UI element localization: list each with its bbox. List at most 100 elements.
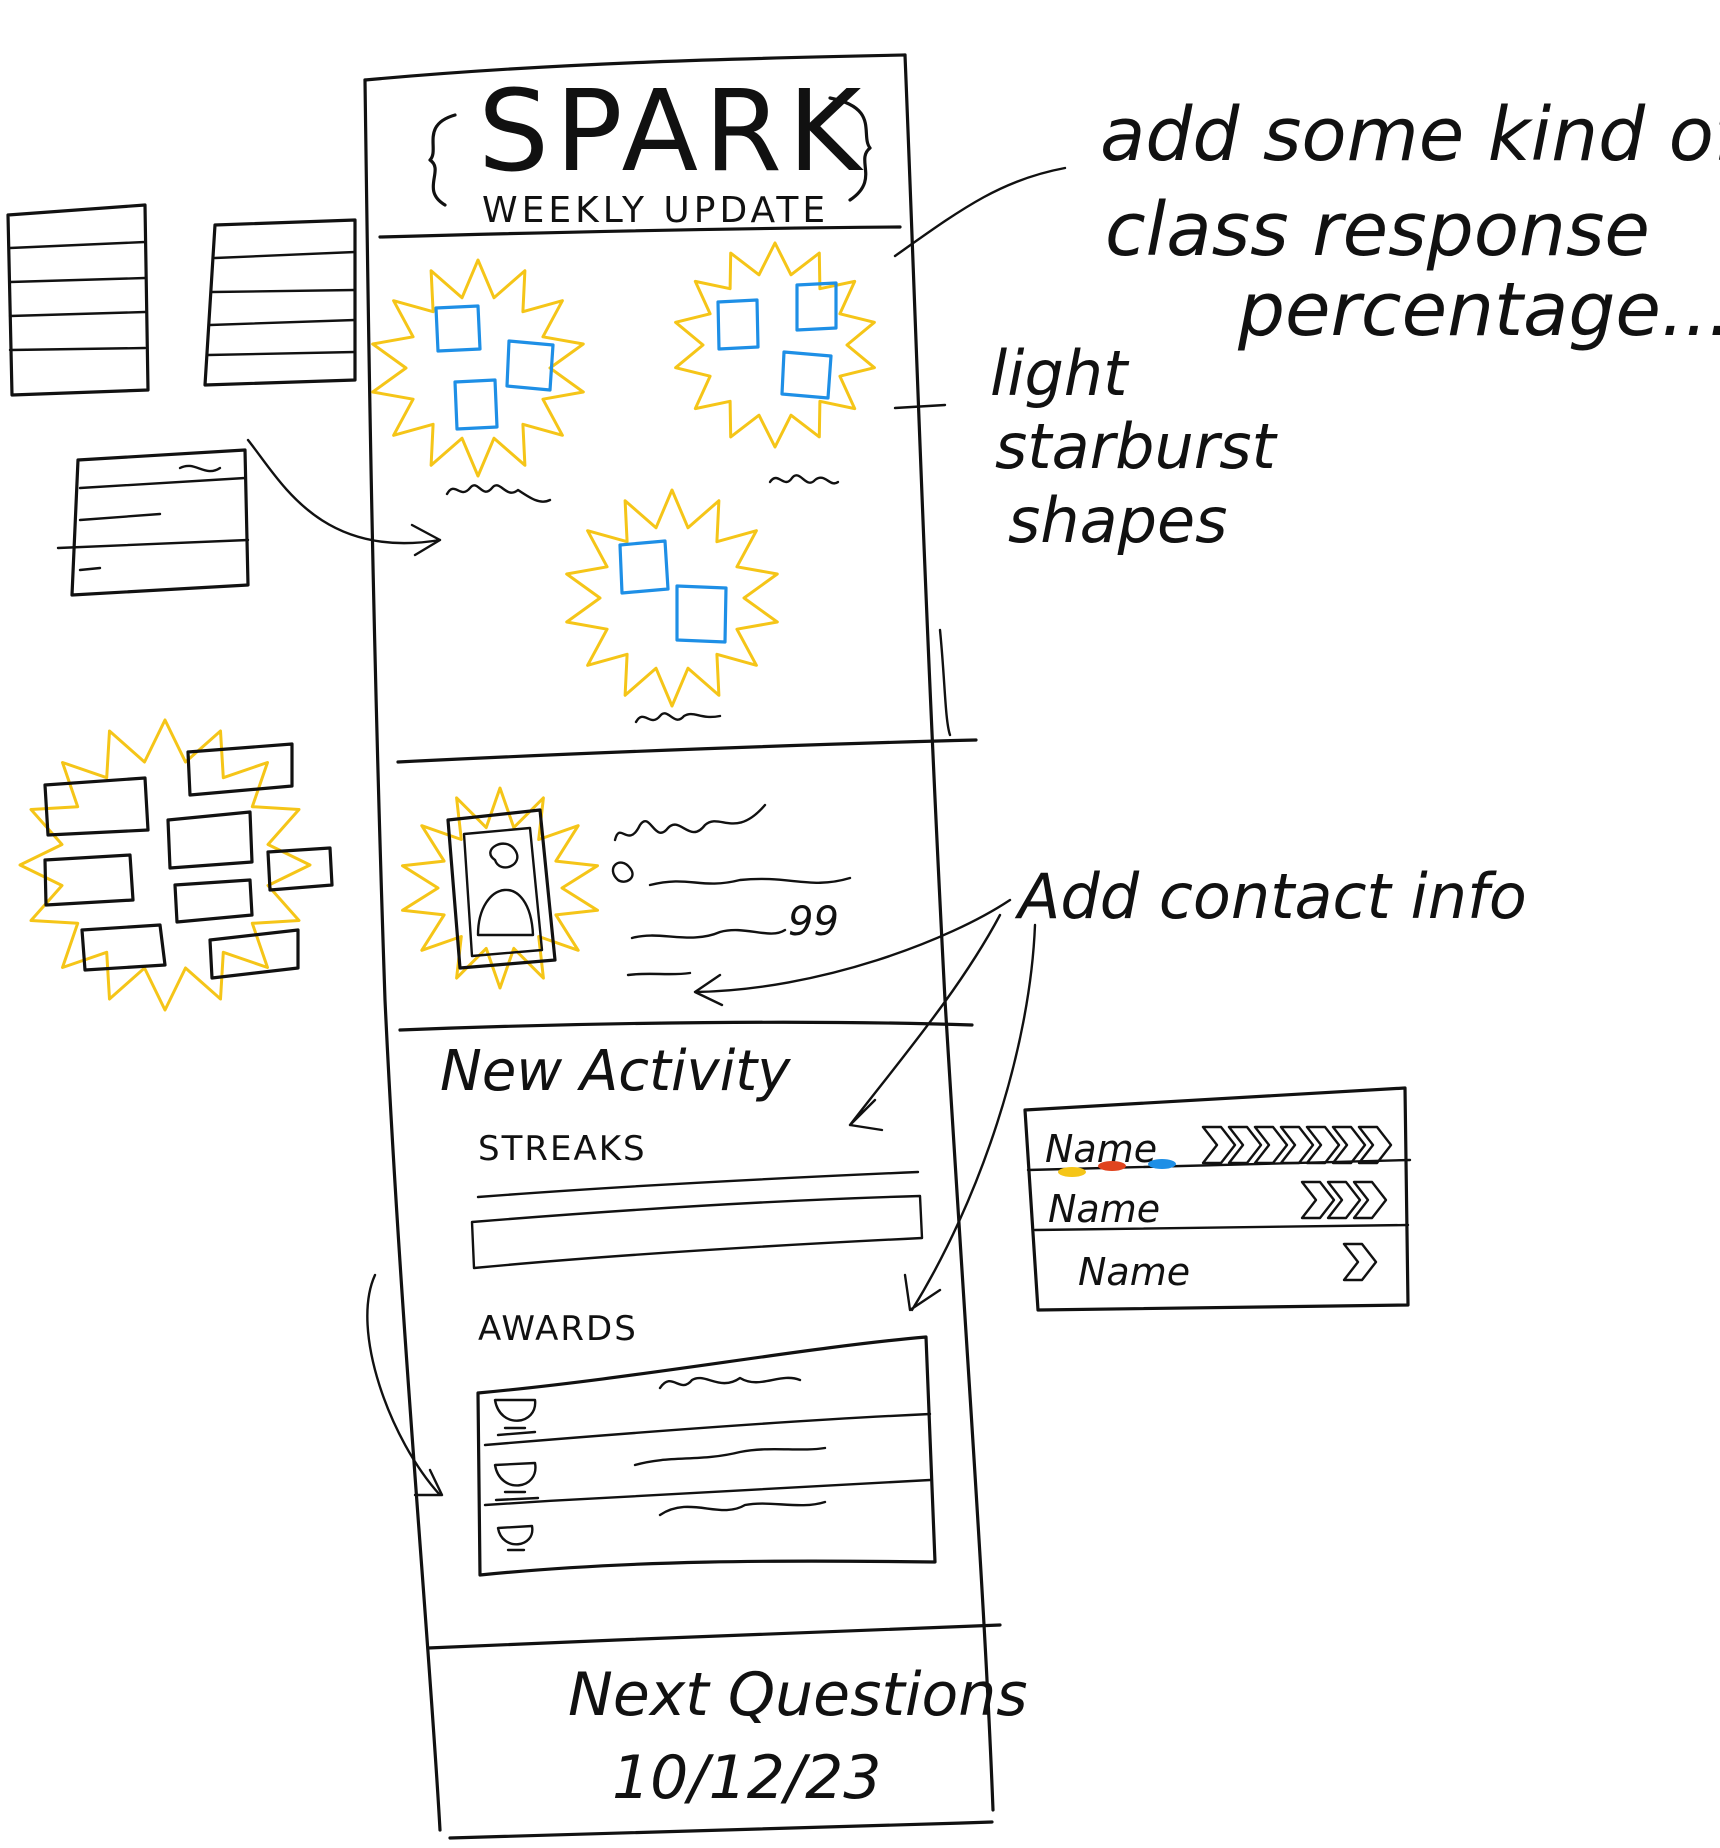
blue-block: [618, 539, 670, 595]
streak-chevrons: [1300, 1180, 1388, 1220]
brick-block: [266, 846, 334, 892]
chevron-icon: [1305, 1125, 1341, 1165]
next-questions-label: Next Questions: [568, 1660, 1028, 1730]
chevron-icon: [1326, 1180, 1362, 1220]
brick-block: [186, 742, 294, 797]
brick-block: [166, 810, 254, 870]
starburst-1: [371, 258, 585, 478]
thumbnail-list: [203, 218, 357, 387]
arrow-to-profile: [693, 898, 1012, 1007]
avatar-body: [476, 888, 535, 937]
profile-photo-frame: [446, 808, 557, 970]
right-brace: [828, 96, 872, 202]
trophy-icon: [493, 1461, 540, 1502]
header-subtitle: WEEKLY UPDATE: [482, 190, 829, 231]
curved-arrow: [366, 1273, 444, 1497]
color-dot-blue: [1148, 1159, 1176, 1169]
side-sketches: [6, 203, 442, 1012]
caption-scribble: [634, 712, 722, 724]
header-title: SPARK: [478, 67, 867, 197]
blue-block: [505, 339, 555, 392]
chevron-icon: [1331, 1125, 1367, 1165]
next-questions-date: 10/12/23: [612, 1743, 881, 1813]
blue-block: [453, 378, 499, 431]
annotation-starburst-2: starburst: [995, 410, 1279, 483]
chevron-icon: [1300, 1180, 1336, 1220]
chevron-icon: [1342, 1242, 1378, 1282]
chevron-icon: [1253, 1125, 1289, 1165]
blue-block: [780, 350, 833, 400]
color-dot-red: [1098, 1161, 1126, 1171]
name-scribble: [613, 803, 767, 842]
brick-block: [173, 878, 254, 924]
pointer-line: [893, 166, 1067, 258]
color-dot-yellow: [1058, 1167, 1086, 1177]
arrow: [246, 438, 442, 557]
link-scribble: [626, 971, 692, 977]
annotation-response-1: add some kind of: [1100, 92, 1720, 178]
award-scribble: [658, 1376, 802, 1390]
pointer-line: [893, 403, 947, 410]
brick-block: [43, 853, 135, 907]
header: SPARK WEEKLY UPDATE: [428, 67, 872, 231]
brick-block: [208, 928, 300, 980]
thumbnail-card: [70, 448, 250, 597]
streaks-bar-top: [476, 1170, 920, 1199]
phone-frame: [363, 53, 1002, 1840]
leaderboard-panel: Name Name Name: [1023, 1086, 1412, 1312]
annotation-contact: Add contact info: [1014, 860, 1527, 933]
award-scribble: [658, 1500, 827, 1517]
blue-block: [434, 304, 482, 353]
leaderboard-row-divider: [1033, 1223, 1410, 1232]
chevron-icon: [1352, 1180, 1388, 1220]
leaderboard-name: Name: [1078, 1250, 1190, 1294]
trophy-icon: [493, 1398, 537, 1437]
new-activity-section: New Activity STREAKS AWARDS: [366, 1039, 937, 1577]
awards-row-divider: [483, 1412, 932, 1447]
leaderboard-row-divider: [1026, 1158, 1412, 1172]
profile-count: 99: [788, 899, 839, 945]
brick-block: [43, 776, 150, 837]
profile-photo-inner: [462, 826, 544, 958]
brick-block: [80, 923, 167, 972]
trophy-icon: [496, 1524, 534, 1552]
starburst-bricks: [18, 718, 312, 1012]
streaks-label: STREAKS: [478, 1129, 647, 1169]
starburst-profile: [401, 786, 599, 990]
awards-row-divider: [483, 1478, 932, 1507]
caption-scribble: [445, 484, 552, 503]
streaks-box: [470, 1194, 924, 1270]
blue-block: [716, 298, 760, 351]
left-brace: [428, 113, 457, 207]
annotations: add some kind of class response percenta…: [693, 92, 1720, 1312]
chevron-icon: [1357, 1125, 1393, 1165]
streak-chevrons: [1342, 1242, 1378, 1282]
profile-card: 99: [401, 786, 852, 990]
blue-block: [675, 584, 728, 644]
leaderboard-name: Name: [1048, 1187, 1160, 1231]
annotation-response-2: class response: [1105, 187, 1650, 273]
annotation-response-3: percentage...: [1237, 267, 1720, 353]
info-scribble: [630, 928, 787, 940]
new-activity-heading: New Activity: [440, 1039, 791, 1104]
footer: Next Questions 10/12/23: [568, 1660, 1028, 1813]
chevron-icon: [1201, 1125, 1237, 1165]
streak-chevrons: [1201, 1125, 1393, 1165]
blue-block: [795, 281, 838, 332]
chevron-icon: [1279, 1125, 1315, 1165]
starburst-tiles: [371, 241, 876, 724]
annotation-starburst-1: light: [990, 337, 1130, 410]
chevron-icon: [1227, 1125, 1263, 1165]
starburst-2: [674, 241, 876, 449]
starburst-3: [565, 488, 779, 708]
arrow-to-awards: [903, 923, 1037, 1312]
awards-table: [476, 1335, 937, 1577]
phone-icon: [611, 861, 634, 883]
caption-scribble: [768, 474, 840, 485]
awards-label: AWARDS: [478, 1309, 638, 1349]
phone-scribble: [648, 876, 852, 887]
award-scribble: [633, 1446, 827, 1467]
leaderboard-frame: [1023, 1086, 1410, 1312]
arrow-to-activity: [848, 913, 1002, 1132]
